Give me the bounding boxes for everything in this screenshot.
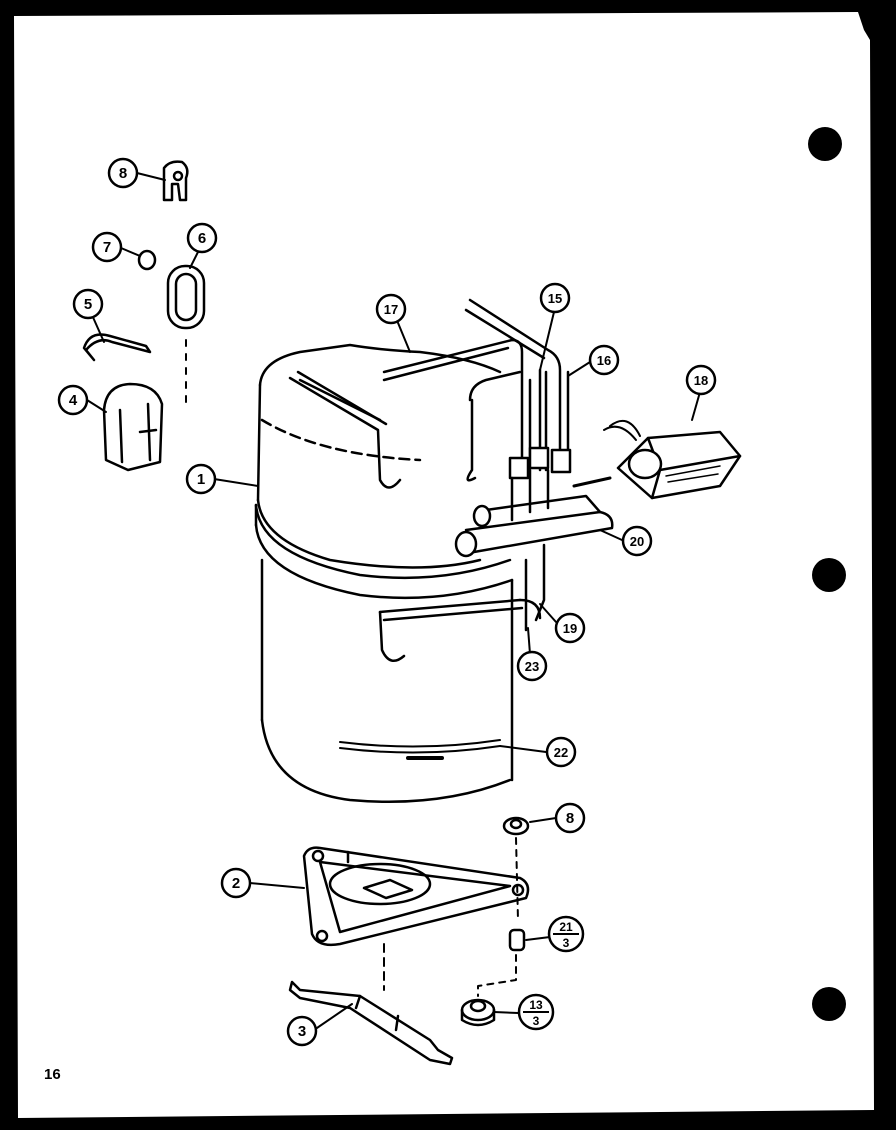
- page-number: 16: [44, 1066, 61, 1083]
- callout-circle: [554, 612, 586, 644]
- manifold-20: [454, 468, 614, 558]
- callout-fraction-f13: 133: [517, 993, 555, 1031]
- binder-hole-bottom: [812, 987, 846, 1021]
- side-tube-19: [378, 543, 546, 663]
- binder-hole-top: [808, 127, 842, 161]
- callout-circle: [588, 344, 620, 376]
- callout-circle: [57, 384, 89, 416]
- callout-circle: [516, 650, 548, 682]
- callout-c1: 1: [185, 463, 217, 495]
- callout-label: 8: [566, 810, 574, 827]
- callout-label: 18: [694, 373, 708, 388]
- callout-c19: 19: [554, 612, 586, 644]
- callout-label: 22: [554, 745, 568, 760]
- callout-c20: 20: [621, 525, 653, 557]
- callout-label: 6: [198, 230, 206, 247]
- fraction-top: 13: [529, 998, 543, 1012]
- callout-circle: [539, 282, 571, 314]
- callout-label: 17: [384, 302, 398, 317]
- callout-label: 23: [525, 659, 539, 674]
- callout-c5: 5: [72, 288, 104, 320]
- grommet-7: [137, 249, 157, 271]
- callout-label: 7: [103, 239, 111, 256]
- terminal-cover-4: [102, 382, 164, 472]
- gasket-6: [166, 264, 206, 411]
- callout-label: 16: [597, 353, 611, 368]
- callout-c2: 2: [220, 867, 252, 899]
- callout-circle: [91, 231, 123, 263]
- clip-5: [82, 333, 152, 362]
- bracket-8: [162, 160, 189, 202]
- callout-circle: [621, 525, 653, 557]
- sleeve-21: [477, 928, 526, 997]
- fraction-bottom: 3: [563, 936, 570, 950]
- callout-c15: 15: [539, 282, 571, 314]
- callout-circle: [107, 157, 139, 189]
- callout-label: 15: [548, 291, 562, 306]
- callout-c8b: 8: [554, 802, 586, 834]
- callout-circle: [286, 1015, 318, 1047]
- callout-c22: 22: [545, 736, 577, 768]
- discharge-tube-16: [508, 370, 572, 480]
- base-plate-2: [302, 846, 530, 991]
- callout-c3: 3: [286, 1015, 318, 1047]
- fraction-bottom: 3: [533, 1014, 540, 1028]
- callout-circle: [185, 463, 217, 495]
- nut-8: [502, 816, 530, 921]
- callout-c8a: 8: [107, 157, 139, 189]
- callout-circle: [220, 867, 252, 899]
- callout-fraction-f21: 213: [547, 915, 585, 953]
- callout-label: 19: [563, 621, 577, 636]
- callout-c4: 4: [57, 384, 89, 416]
- callout-circle: [375, 293, 407, 325]
- callout-label: 1: [197, 471, 205, 488]
- callout-label: 20: [630, 534, 644, 549]
- callout-c16: 16: [588, 344, 620, 376]
- callout-label: 5: [84, 296, 92, 313]
- callout-circle: [545, 736, 577, 768]
- leader-lines: [86, 172, 701, 1031]
- callout-c6: 6: [186, 222, 218, 254]
- callout-circle: [72, 288, 104, 320]
- relay-18: [603, 419, 742, 500]
- callout-c17: 17: [375, 293, 407, 325]
- callout-circle: [186, 222, 218, 254]
- callout-circle: [685, 364, 717, 396]
- callout-label: 4: [69, 392, 78, 409]
- process-tube-15: [464, 298, 562, 482]
- callout-label: 2: [232, 875, 240, 892]
- callout-circle: [554, 802, 586, 834]
- mounting-bracket-3: [288, 980, 454, 1066]
- callout-c23: 23: [516, 650, 548, 682]
- callout-label: 3: [298, 1023, 306, 1040]
- callout-c7: 7: [91, 231, 123, 263]
- fraction-top: 21: [559, 920, 573, 934]
- callout-c18: 18: [685, 364, 717, 396]
- callout-label: 8: [119, 165, 127, 182]
- binder-hole-middle: [812, 558, 846, 592]
- grommet-13: [460, 998, 496, 1027]
